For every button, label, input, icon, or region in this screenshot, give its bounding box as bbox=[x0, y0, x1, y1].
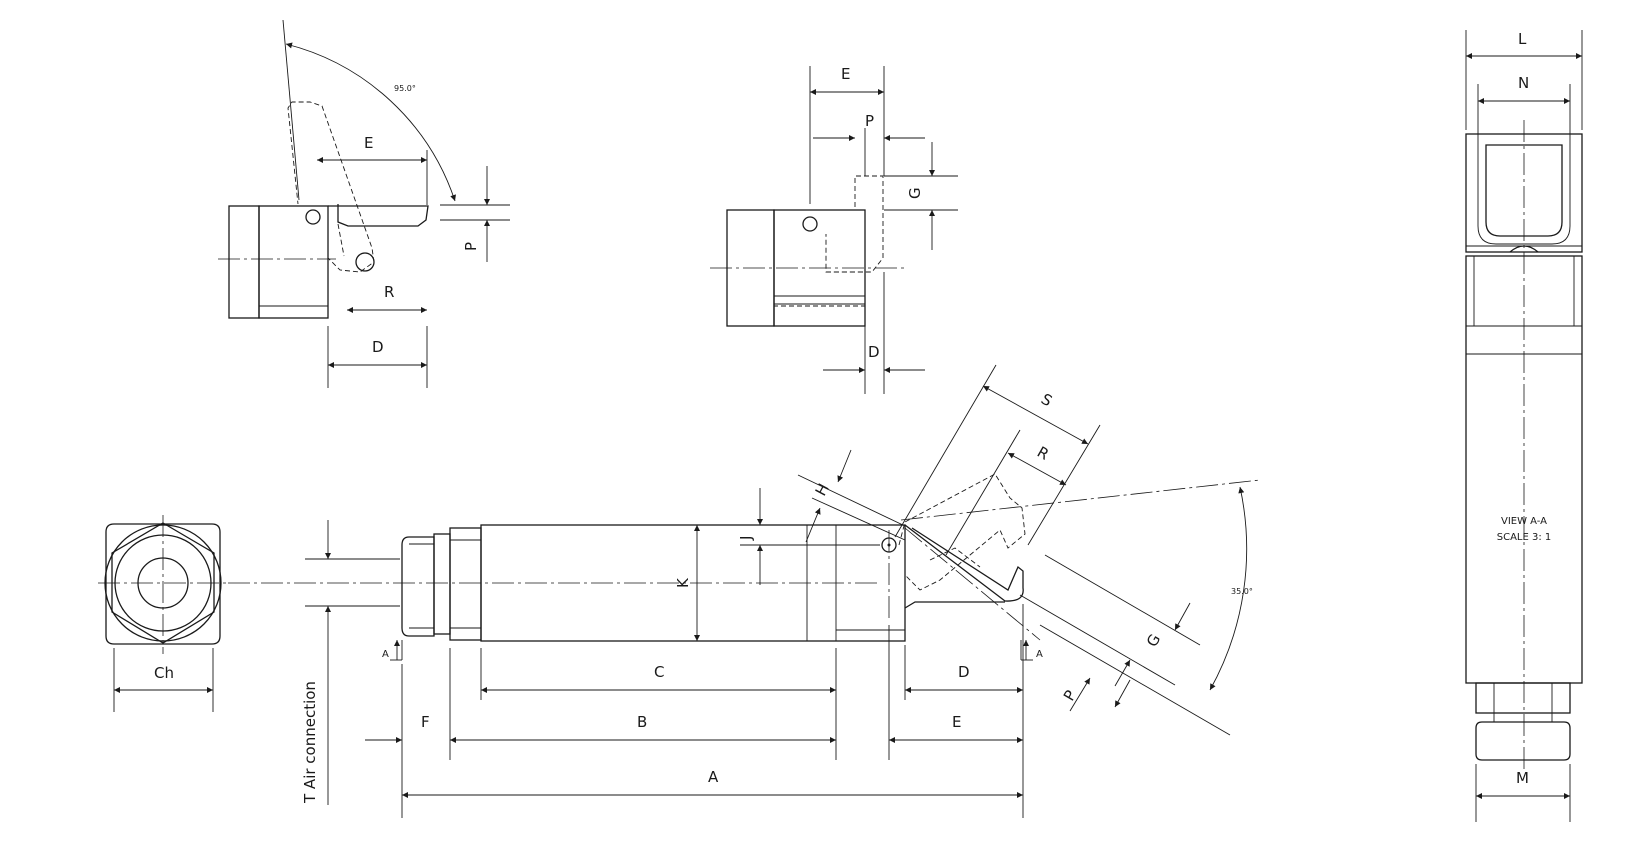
side-dim-H: H bbox=[812, 480, 833, 498]
front-view: Ch bbox=[98, 515, 228, 712]
side-dim-C: C bbox=[654, 663, 664, 681]
side-dim-G: G bbox=[1143, 631, 1164, 650]
section-dim-L: L bbox=[1518, 30, 1527, 48]
tl-dim-R: R bbox=[384, 283, 394, 301]
section-view: VIEW A-A SCALE 3: 1 L N M bbox=[1465, 30, 1583, 822]
side-dim-F: F bbox=[421, 713, 430, 731]
top-left-view: 95.0° E P R D bbox=[218, 19, 510, 388]
tm-dim-G: G bbox=[906, 187, 924, 199]
section-dim-N: N bbox=[1518, 74, 1529, 92]
tl-angle-label: 95.0° bbox=[394, 84, 416, 93]
tl-dim-D: D bbox=[372, 338, 384, 356]
tm-dim-D: D bbox=[868, 343, 880, 361]
side-view: A A T Air connection C D B F E bbox=[228, 364, 1261, 818]
side-angle-label: 35.0° bbox=[1231, 587, 1253, 596]
tm-dim-E: E bbox=[841, 65, 850, 83]
section-mark-right: A bbox=[1036, 649, 1043, 660]
side-dim-S: S bbox=[1038, 390, 1055, 410]
section-dim-M: M bbox=[1516, 769, 1529, 787]
tl-dim-P: P bbox=[462, 242, 480, 251]
tl-dim-E: E bbox=[364, 134, 373, 152]
section-title: VIEW A-A bbox=[1501, 516, 1547, 527]
side-dim-K: K bbox=[674, 577, 692, 588]
tm-dim-P: P bbox=[865, 112, 874, 130]
side-dim-P: P bbox=[1060, 687, 1080, 704]
section-scale: SCALE 3: 1 bbox=[1497, 532, 1552, 543]
side-dim-A: A bbox=[708, 768, 719, 786]
side-dim-E: E bbox=[952, 713, 961, 731]
section-mark-left: A bbox=[382, 649, 389, 660]
air-connection-label: T Air connection bbox=[301, 681, 319, 804]
side-dim-D: D bbox=[958, 663, 970, 681]
side-dim-B: B bbox=[637, 713, 647, 731]
front-label-Ch: Ch bbox=[154, 664, 174, 682]
side-dim-R: R bbox=[1034, 443, 1052, 464]
side-dim-J: J bbox=[737, 536, 755, 541]
top-middle-view: E P G D bbox=[710, 65, 958, 394]
